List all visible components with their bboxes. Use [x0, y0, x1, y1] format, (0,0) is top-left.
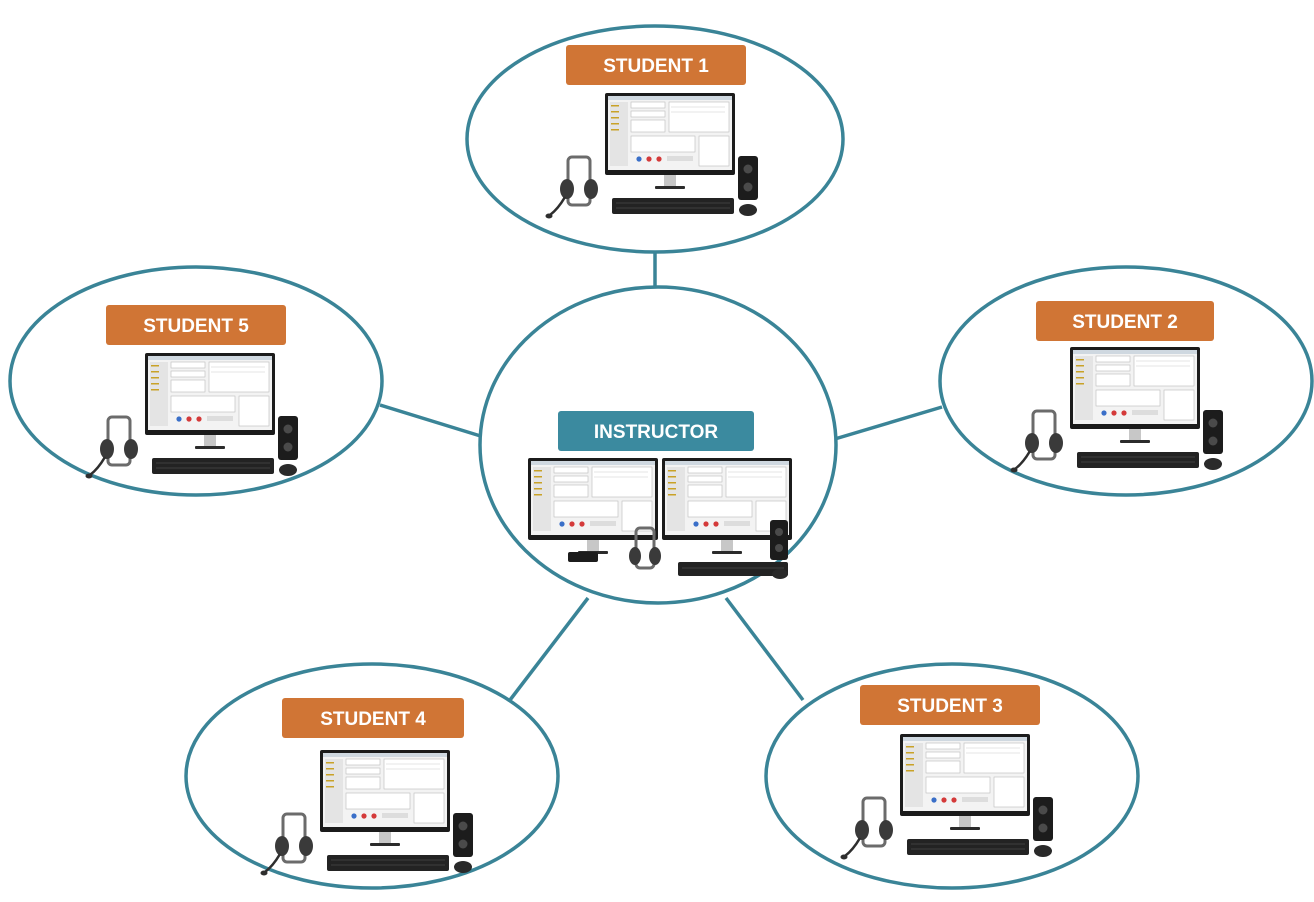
student-label-text: STUDENT 1	[603, 56, 709, 77]
node-student1: STUDENT 1	[465, 24, 845, 254]
student-label-badge	[860, 685, 1040, 725]
student-label-text: STUDENT 5	[143, 316, 249, 337]
student-label-badge	[566, 45, 746, 85]
node-instructor: INSTRUCTOR	[478, 285, 838, 605]
node-student4: STUDENT 4	[184, 662, 560, 890]
student-label-text: STUDENT 4	[320, 709, 426, 730]
student-label-badge	[282, 698, 464, 738]
student-label-text: STUDENT 3	[897, 696, 1003, 717]
instructor-label-text: INSTRUCTOR	[594, 422, 718, 443]
instructor-label-badge	[558, 411, 754, 451]
student-label-badge	[106, 305, 286, 345]
node-student2: STUDENT 2	[938, 265, 1314, 497]
connection-line-student3	[724, 596, 805, 702]
node-student5: STUDENT 5	[8, 265, 384, 497]
connection-line-student4	[508, 596, 590, 702]
node-student3: STUDENT 3	[764, 662, 1140, 890]
connection-line-student2	[817, 405, 943, 446]
student-label-text: STUDENT 2	[1072, 312, 1178, 333]
student-label-badge	[1036, 301, 1214, 341]
